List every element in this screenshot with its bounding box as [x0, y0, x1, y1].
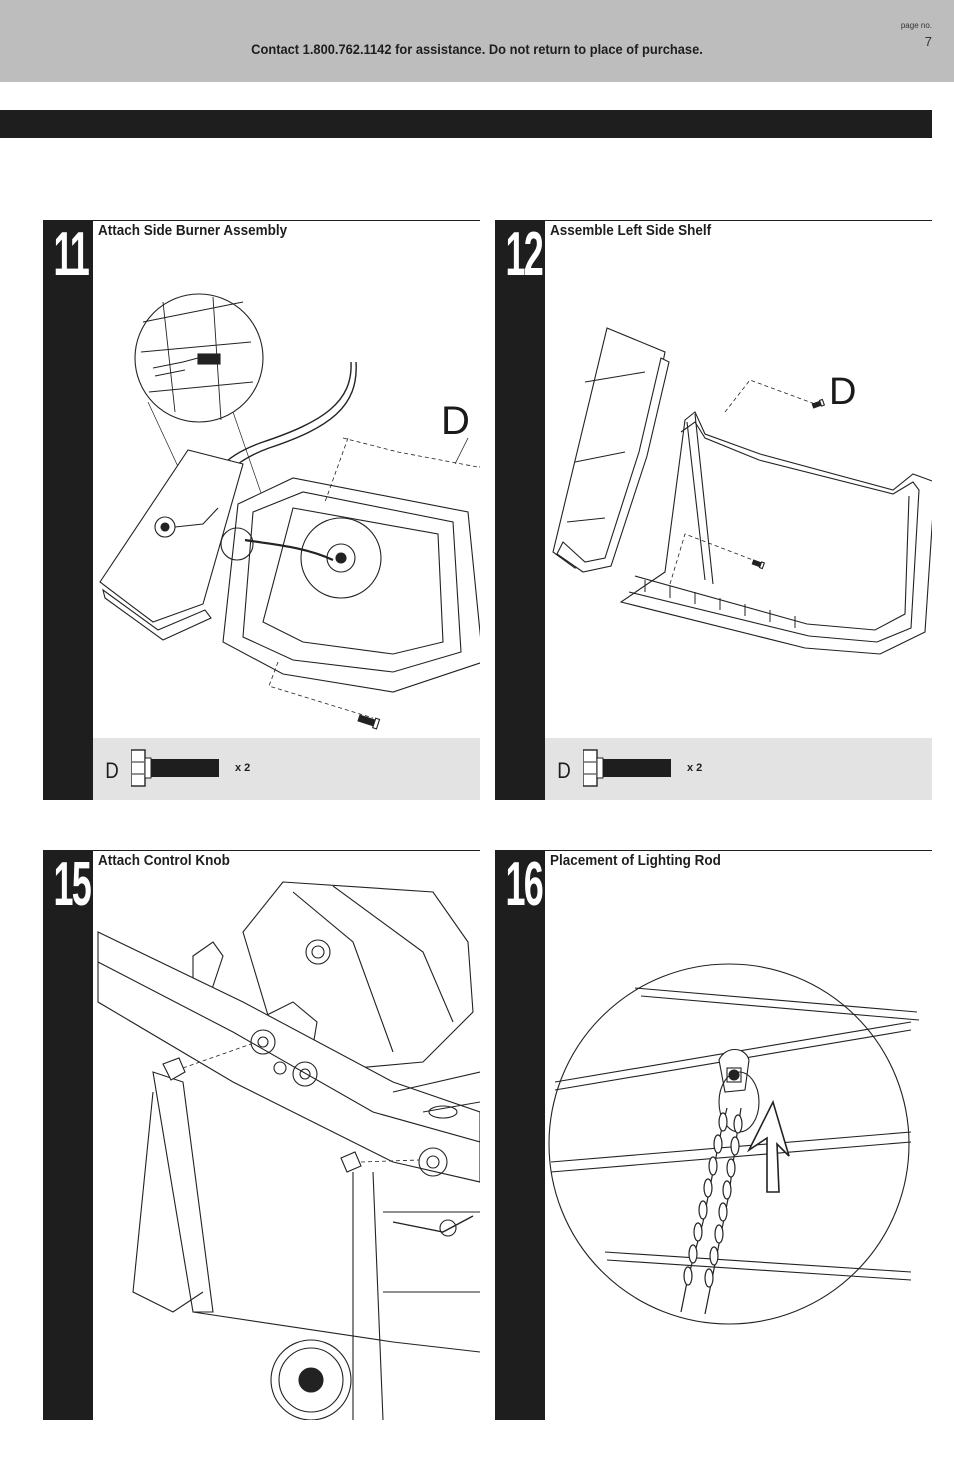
parts-box: D x 2	[93, 738, 480, 800]
up-arrow-icon	[746, 1099, 790, 1193]
step-title: Placement of Lighting Rod	[550, 853, 721, 869]
contact-notice: Contact 1.800.762.1142 for assistance. D…	[251, 41, 703, 57]
step-title: Assemble Left Side Shelf	[550, 223, 712, 239]
step-divider	[93, 220, 480, 221]
step-divider	[93, 850, 480, 851]
part-letter: D	[557, 758, 571, 783]
step-number-column: 11	[43, 220, 93, 800]
step-divider	[545, 220, 932, 221]
part-quantity: x 2	[687, 762, 703, 774]
step-number-column: 12	[495, 220, 545, 800]
part-quantity: x 2	[235, 762, 251, 774]
parts-box: D x 2	[545, 738, 932, 800]
step-number-column: 16	[495, 850, 545, 1420]
step-number: 11	[53, 220, 90, 289]
step-number: 12	[505, 220, 544, 289]
step-16: 16 Placement of Lighting Rod	[495, 850, 932, 1420]
side-shelf-illustration: D	[545, 242, 932, 739]
page-header: Contact 1.800.762.1142 for assistance. D…	[0, 0, 954, 82]
hex-bolt-icon	[131, 749, 219, 787]
step-11: 11 Attach Side Burner Assembly	[43, 220, 480, 800]
hex-bolt-icon	[583, 749, 671, 787]
step-12: 12 Assemble Left Side Shelf	[495, 220, 932, 800]
page-number-label: page no.	[900, 21, 932, 30]
fastener-callout: D	[441, 399, 470, 443]
side-burner-illustration: D	[93, 242, 480, 739]
step-number: 16	[505, 850, 544, 919]
page-number: 7	[924, 34, 932, 49]
section-bar	[0, 110, 932, 138]
step-title: Attach Side Burner Assembly	[98, 223, 288, 239]
step-15: 15 Attach Control Knob	[43, 850, 480, 1420]
step-number-column: 15	[43, 850, 93, 1420]
lighting-rod-illustration	[545, 872, 932, 1420]
fastener-callout: D	[829, 371, 856, 413]
part-letter: D	[105, 758, 119, 783]
step-title: Attach Control Knob	[98, 853, 230, 869]
control-knob-illustration	[93, 872, 480, 1420]
step-number: 15	[53, 850, 92, 919]
hex-bolt-icon	[479, 460, 480, 473]
step-divider	[545, 850, 932, 851]
